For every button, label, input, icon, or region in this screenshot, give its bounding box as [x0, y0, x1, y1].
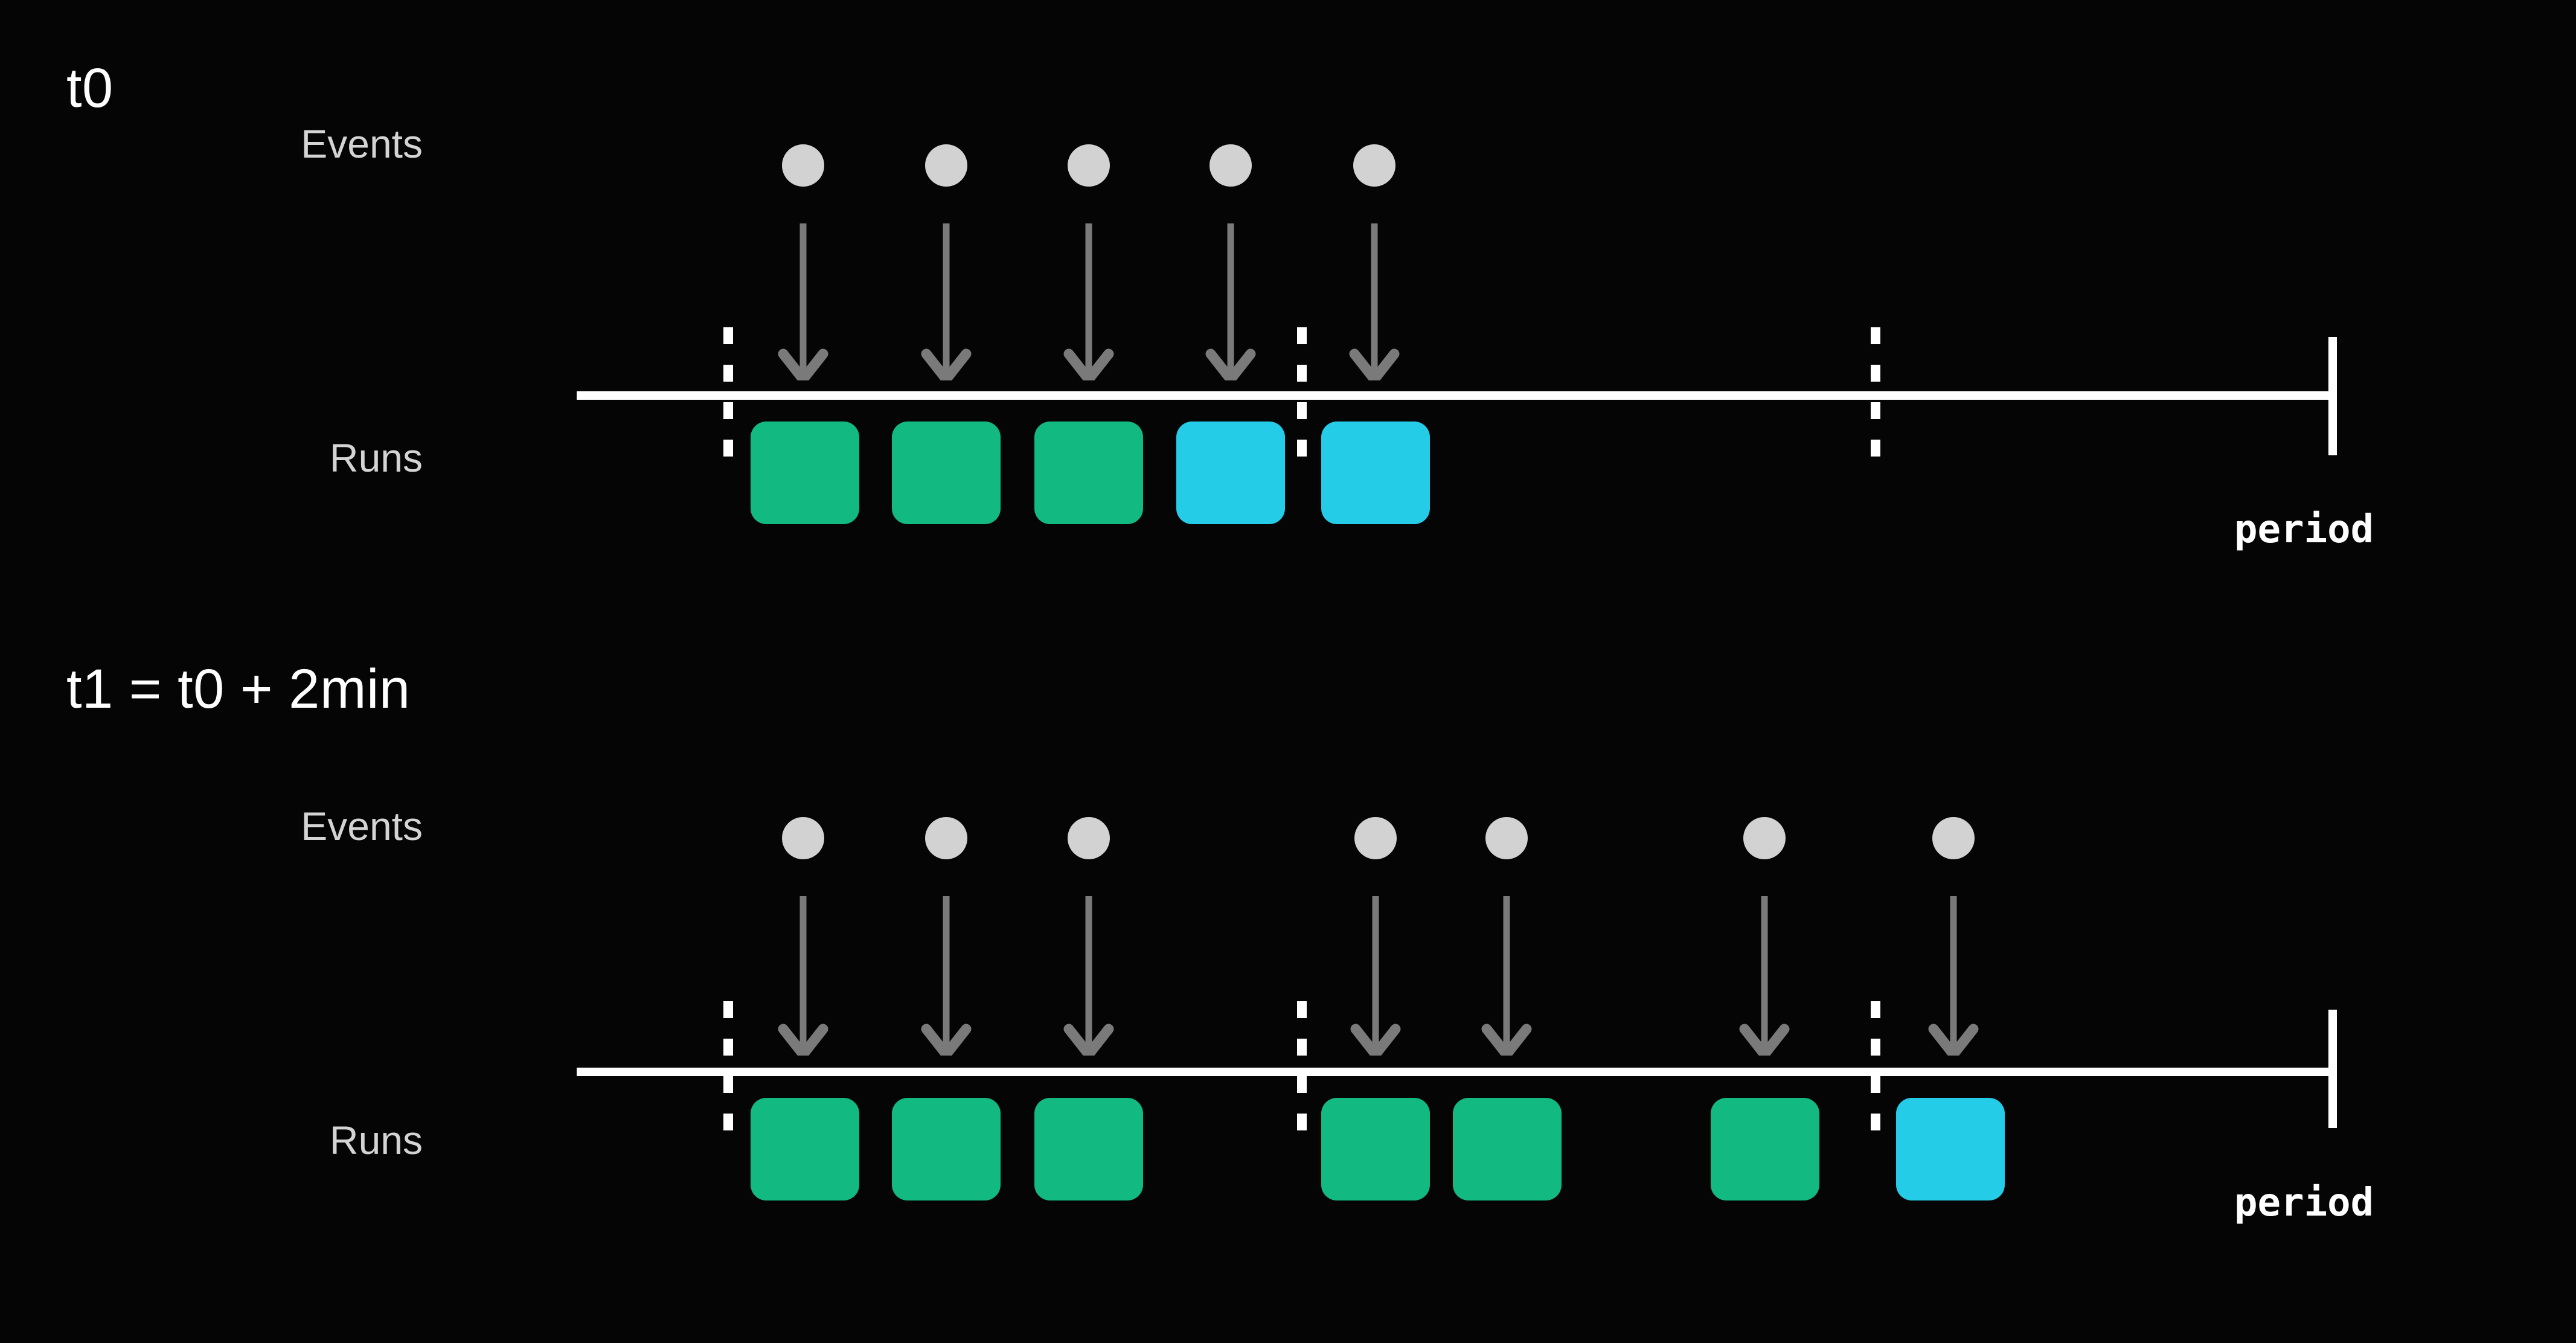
event-dot — [1210, 144, 1252, 187]
event-arrow-icon — [778, 896, 828, 1056]
event-dot — [1932, 817, 1975, 859]
period-boundary-dash-t1-0 — [723, 1001, 733, 1135]
run-box-green — [1034, 1098, 1143, 1200]
events-row-label-t1: Events — [301, 804, 423, 848]
event-dot — [1354, 817, 1397, 859]
event-dot — [1068, 144, 1110, 187]
period-end-tick-t1 — [2328, 1010, 2337, 1128]
timeline-axis-t1 — [577, 1068, 2337, 1076]
run-box-green — [751, 1098, 859, 1200]
event-arrow-icon — [1739, 896, 1790, 1056]
run-box-green — [892, 1098, 1001, 1200]
section-title-t0: t0 — [66, 57, 114, 119]
events-row-label-t0: Events — [301, 121, 423, 166]
run-box-green — [1711, 1098, 1819, 1200]
event-arrow-icon — [1063, 896, 1114, 1056]
period-boundary-dash-t1-2 — [1871, 1001, 1880, 1135]
event-arrow-icon — [1350, 896, 1401, 1056]
run-box-cyan — [1321, 421, 1430, 524]
event-arrow-icon — [778, 223, 828, 380]
run-box-cyan — [1896, 1098, 2005, 1200]
timeline-axis-t0 — [577, 391, 2337, 400]
event-arrow-icon — [921, 223, 972, 380]
event-dot — [925, 817, 967, 859]
section-title-t1: t1 = t0 + 2min — [66, 658, 411, 720]
period-boundary-dash-t0-1 — [1297, 327, 1307, 460]
runs-row-label-t0: Runs — [329, 435, 423, 480]
event-dot — [782, 817, 824, 859]
period-boundary-dash-t0-0 — [723, 327, 733, 460]
run-box-green — [1321, 1098, 1430, 1200]
event-arrow-icon — [1349, 223, 1400, 380]
period-end-tick-t0 — [2328, 337, 2337, 455]
period-label-t0: period — [2234, 507, 2374, 552]
period-label-t1: period — [2234, 1181, 2374, 1225]
event-arrow-icon — [1205, 223, 1256, 380]
runs-row-label-t1: Runs — [329, 1118, 423, 1162]
event-dot — [1743, 817, 1786, 859]
event-arrow-icon — [921, 896, 972, 1056]
run-box-green — [1034, 421, 1143, 524]
event-dot — [782, 144, 824, 187]
event-arrow-icon — [1063, 223, 1114, 380]
period-boundary-dash-t0-2 — [1871, 327, 1880, 460]
period-boundary-dash-t1-1 — [1297, 1001, 1307, 1135]
event-arrow-icon — [1481, 896, 1532, 1056]
run-box-green — [751, 421, 859, 524]
run-box-cyan — [1176, 421, 1285, 524]
event-dot — [925, 144, 967, 187]
event-dot — [1353, 144, 1395, 187]
event-dot — [1485, 817, 1528, 859]
event-dot — [1068, 817, 1110, 859]
run-box-green — [892, 421, 1001, 524]
event-arrow-icon — [1928, 896, 1979, 1056]
run-box-green — [1453, 1098, 1562, 1200]
